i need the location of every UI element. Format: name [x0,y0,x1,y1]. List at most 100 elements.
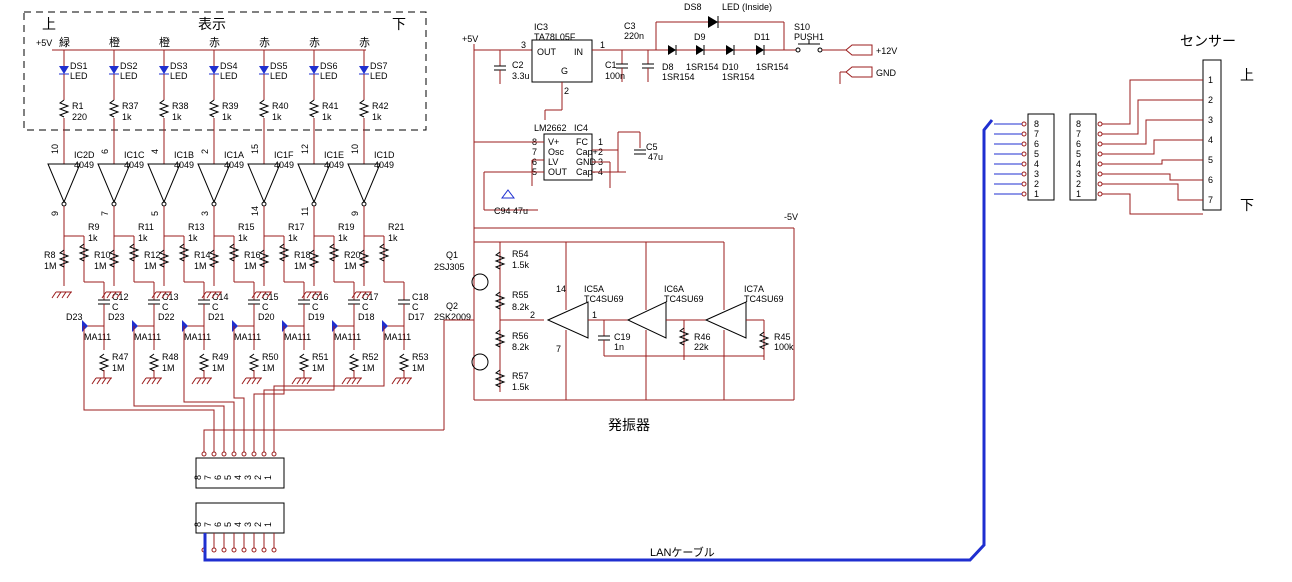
bottom-resistor-ref: R47 [112,352,129,362]
r55-resistor-icon [494,291,506,310]
feedback-resistor-value: 1k [138,233,148,243]
resistor-icon [358,249,370,268]
sensor-wire [1102,193,1203,215]
led-resistor-value: 1k [222,112,232,122]
c5-value: 47u [648,152,663,162]
ic3-in-pin: IN [574,47,583,57]
wire-to-connector [233,326,245,452]
led-icon [259,66,269,74]
feedback-resistor-value: 1k [88,233,98,243]
ic4-pin-number-left: 6 [532,157,537,167]
feedback-resistor-ref: R13 [188,222,205,232]
ic4-pin-name-left: LV [548,157,558,167]
sensor-pin-label: 2 [1208,95,1213,105]
feedback-resistor-ref: R9 [88,222,100,232]
led-icon [359,66,369,74]
led-color-label: 赤 [359,36,370,49]
r54-value: 1.5k [512,260,530,270]
pin-pad [1097,141,1103,147]
diode-ref: D23 [108,312,125,322]
ground-icon [191,377,212,385]
ground-icon [141,377,162,385]
d10-part: 1SR154 [722,72,755,82]
gate-pin-out: 5 [150,211,160,216]
led-icon [59,66,69,74]
connector-pin-label: 3 [243,522,253,527]
ground-icon [301,291,322,299]
diode-icon [232,320,238,332]
sensor-pin-label: 4 [1208,135,1213,145]
sensor-wire [1102,119,1203,145]
diode-ref: D19 [308,312,325,322]
r46-ref: R46 [694,332,711,342]
gate-pin-out: 9 [350,211,360,216]
connector-pin-label: 8 [193,522,203,527]
pin-pad [251,451,257,457]
pin-pad [241,547,247,553]
s10-ref: S10 [794,22,810,32]
pulldown-resistor-ref: R18 [294,250,311,260]
connector-remote-a [1027,113,1055,201]
c3-ref: C3 [624,21,636,31]
resistor-icon [108,249,120,268]
ic6a-inverter-icon [626,301,667,339]
led-ref: DS3 [170,61,188,71]
resistor-icon [308,249,320,268]
bottom-resistor-value: 1M [262,363,275,373]
pulldown-resistor-value: 1M [344,261,357,271]
feedback-resistor-ref: R21 [388,222,405,232]
gate-ref: IC1C [124,150,145,160]
led-icon [209,66,219,74]
pin-pad [241,451,247,457]
diode-icon [382,320,388,332]
led-type: LED [370,71,388,81]
inverter-icon [297,163,331,204]
gate-ref: IC1E [324,150,344,160]
ic3-gnd-pin: G [561,66,568,76]
resistor-icon [258,99,270,118]
r46-resistor-icon [678,327,690,346]
resistor-icon [348,353,360,372]
r57-ref: R57 [512,371,529,381]
display-bottom-label: 下 [392,17,406,33]
diode-part: MA111 [284,332,311,342]
remote-a-pin-label: 3 [1034,169,1039,179]
r54-ref: R54 [512,249,529,259]
gate-ref: IC1B [174,150,194,160]
led-resistor-ref: R1 [72,101,84,111]
led-ref: DS2 [120,61,138,71]
ic7a-part: TC4SU69 [744,294,784,304]
s10-contact-a [795,47,801,53]
remote-b-pin-label: 1 [1076,189,1081,199]
ground-icon [291,377,312,385]
pulldown-resistor-value: 1M [94,261,107,271]
ic7a-ref: IC7A [744,284,764,294]
connector-remote-b [1069,113,1097,201]
display-channel: 赤DS6LEDR411k12IC1E404911R191kR181MC17CD1… [294,36,379,385]
diode-icon [82,320,88,332]
led-resistor-value: 1k [372,112,382,122]
wire-to-connector [83,326,215,452]
q2-mosfet-icon [471,353,489,371]
d9-diode-icon [696,45,704,55]
r46-value: 22k [694,342,709,352]
led-type: LED [220,71,238,81]
ic5a-part: TC4SU69 [584,294,624,304]
pin-pad [1021,141,1027,147]
led-type: LED [70,71,88,81]
feedback-resistor-value: 1k [288,233,298,243]
s10-contact-b [817,47,823,53]
ground-icon [341,377,362,385]
q1-part: 2SJ305 [434,262,465,272]
resistor-icon [208,99,220,118]
d10-ref: D10 [722,62,739,72]
pin-pad [1097,181,1103,187]
remote-a-pin-label: 5 [1034,149,1039,159]
pulldown-resistor-value: 1M [244,261,257,271]
r56-value: 8.2k [512,342,530,352]
wire-to-connector [253,326,285,452]
terminal-gnd-icon [845,66,873,78]
led-resistor-ref: R38 [172,101,189,111]
resistor-icon [298,353,310,372]
